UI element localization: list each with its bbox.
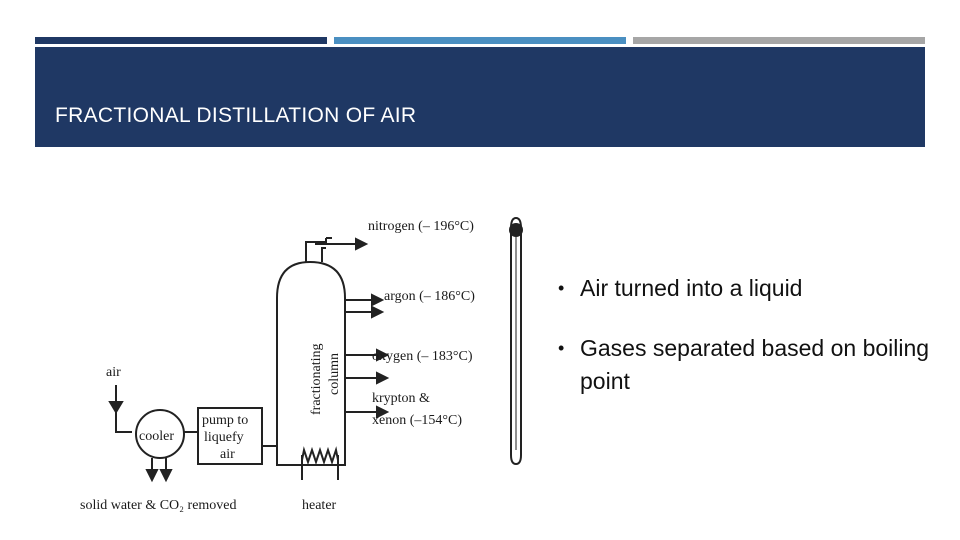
heater-coil [301, 446, 339, 466]
bullet-item: • Air turned into a liquid [556, 272, 936, 305]
column-label-2: column [327, 353, 342, 395]
air-to-cooler-pipe [115, 412, 132, 433]
krypton-label-2: xenon (–154°C) [372, 413, 462, 428]
heater-label: heater [302, 498, 337, 513]
bullet-text: Air turned into a liquid [580, 275, 803, 301]
air-inlet-arrow [108, 401, 124, 414]
bullet-dot: • [558, 338, 565, 358]
accent-bar-gray [633, 37, 925, 44]
nitrogen-riser-inner [321, 247, 326, 262]
bullet-dot: • [558, 278, 565, 298]
thermometer-bulb [509, 223, 523, 237]
removal-arrow-right [159, 469, 173, 483]
thermometer [510, 216, 522, 466]
pump-label-3: air [220, 447, 235, 462]
pump-label-2: liquefy [204, 430, 244, 445]
krypton-label-1: krypton & [372, 391, 430, 406]
nitrogen-riser [305, 238, 327, 262]
removal-arrow-left [145, 469, 159, 483]
oxygen-label: oxygen (– 183°C) [372, 349, 473, 364]
pump-box [197, 407, 263, 465]
bullet-text: Gases separated based on boiling point [580, 335, 930, 394]
nitrogen-label: nitrogen (– 196°C) [368, 219, 474, 234]
bullet-item: • Gases separated based on boiling point [556, 332, 936, 398]
accent-bar-mid-blue [334, 37, 626, 44]
removed-label: solid water & CO₂ removed [80, 498, 237, 513]
nitrogen-arrow [355, 237, 369, 251]
column-label-1: fractionating [309, 343, 324, 415]
cooler-label: cooler [139, 429, 174, 444]
cooler-vessel [135, 409, 185, 459]
pump-label-1: pump to [202, 413, 248, 428]
argon-label: argon (– 186°C) [384, 289, 475, 304]
slide-title: FRACTIONAL DISTILLATION OF AIR [55, 104, 417, 127]
title-band: FRACTIONAL DISTILLATION OF AIR [35, 47, 925, 147]
air-label: air [106, 365, 121, 380]
bullet-list: • Air turned into a liquid • Gases separat… [556, 272, 936, 425]
distillation-diagram: air cooler pump to liquefy air fractiona… [70, 150, 540, 530]
accent-bar-dark-blue [35, 37, 327, 44]
distillation-diagram-svg: air cooler pump to liquefy air fractiona… [80, 216, 523, 513]
fractionating-column [276, 260, 346, 466]
